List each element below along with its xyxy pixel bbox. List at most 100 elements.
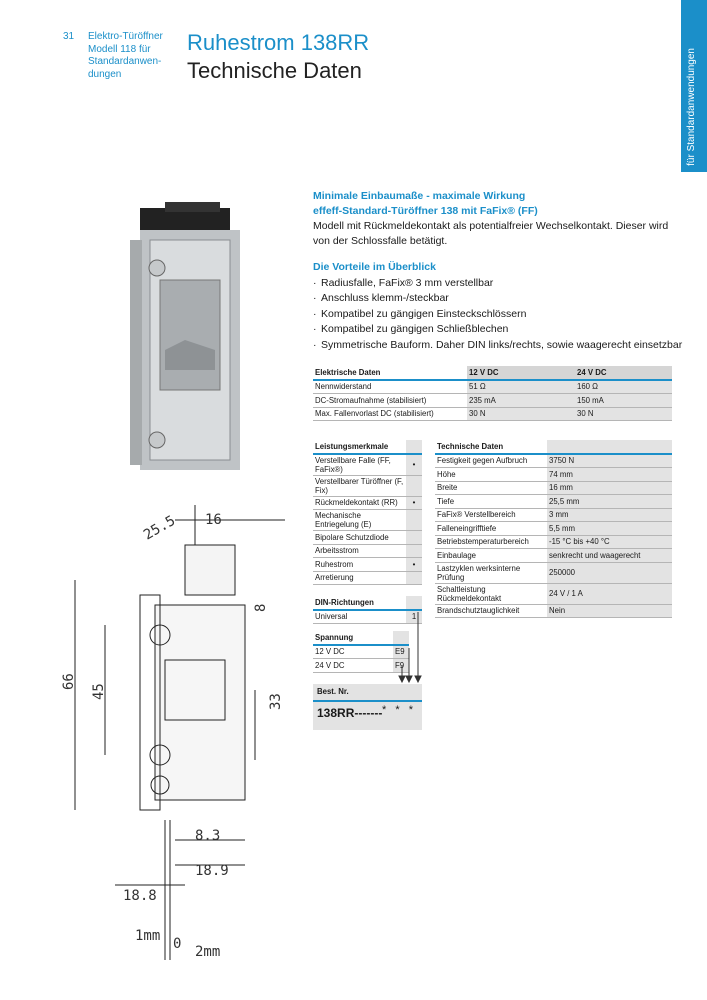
- list-item: Kompatibel zu gängigen Einsteckschlösser…: [313, 307, 683, 323]
- section-line: dungen: [88, 68, 122, 80]
- order-label: Best. Nr.: [317, 687, 349, 696]
- arrow-connectors: [398, 612, 422, 684]
- page-title: Ruhestrom 138RR: [187, 30, 370, 55]
- table-cell: Tiefe: [435, 494, 547, 509]
- table-cell: 5,5 mm: [547, 521, 672, 536]
- table-cell: Ruhestrom: [313, 557, 406, 572]
- table-cell: 150 mA: [575, 393, 672, 408]
- table-cell: Bipolare Schutzdiode: [313, 530, 406, 545]
- table-header: 12 V DC: [467, 366, 575, 381]
- dim-1mm: 1mm: [135, 928, 160, 944]
- table-row: Verstellbare Falle (FF, FaFix®)•: [313, 453, 422, 476]
- technical-table: Technische Daten Festigkeit gegen Aufbru…: [435, 440, 672, 618]
- page-number: 31: [63, 31, 75, 42]
- table-cell: Lastzyklen werksinterne Prüfung: [435, 562, 547, 584]
- table-header: Elektrische Daten: [313, 366, 467, 381]
- divider: [313, 700, 422, 702]
- intro-block: Minimale Einbaumaße - maximale Wirkung e…: [313, 189, 673, 249]
- table-cell: FaFix® Verstellbereich: [435, 508, 547, 522]
- table-cell: [406, 530, 422, 545]
- product-photo: [130, 202, 240, 470]
- table-cell: [406, 475, 422, 497]
- table-row: Ruhestrom•: [313, 557, 422, 572]
- table-cell: 12 V DC: [313, 644, 393, 659]
- table-header: Spannung: [313, 631, 393, 646]
- dim-18-9: 18.9: [195, 863, 229, 879]
- table-cell: Arbeitsstrom: [313, 544, 406, 558]
- table-cell: Rückmeldekontakt (RR): [313, 496, 406, 510]
- table-cell: 25,5 mm: [547, 494, 672, 509]
- table-cell: Verstellbare Falle (FF, FaFix®): [313, 453, 406, 476]
- table-cell: •: [406, 496, 422, 510]
- table-cell: Nennwiderstand: [313, 379, 467, 394]
- intro-heading: Minimale Einbaumaße - maximale Wirkung: [313, 190, 526, 202]
- dim-width: 16: [205, 512, 222, 528]
- order-code: 138RR-------: [317, 706, 383, 720]
- dim-top: 8: [253, 604, 269, 612]
- table-cell: 51 Ω: [467, 379, 575, 394]
- table-header: Leistungsmerkmale: [313, 440, 406, 455]
- list-item: Symmetrische Bauform. Daher DIN links/re…: [313, 338, 683, 354]
- table-cell: 235 mA: [467, 393, 575, 408]
- table-cell: 160 Ω: [575, 379, 672, 394]
- dim-height: 66: [61, 673, 77, 690]
- table-row: Arretierung: [313, 571, 422, 585]
- table-cell: Einbaulage: [435, 548, 547, 563]
- table-row: Max. Fallenvorlast DC (stabilisiert)30 N…: [313, 407, 672, 421]
- table-cell: 24 V DC: [313, 658, 393, 673]
- table-cell: 16 mm: [547, 481, 672, 495]
- dim-depth: 25.5: [141, 513, 178, 544]
- table-cell: 30 N: [575, 407, 672, 421]
- table-cell: [406, 571, 422, 585]
- table-cell: [406, 544, 422, 558]
- table-header: [406, 440, 422, 455]
- advantages-heading: Die Vorteile im Überblick: [313, 261, 436, 273]
- section-line: Elektro-Türöffner: [88, 31, 163, 42]
- section-label: Elektro-Türöffner Modell 118 für Standar…: [88, 31, 168, 81]
- page-subtitle: Technische Daten: [187, 58, 362, 83]
- table-cell: Arretierung: [313, 571, 406, 585]
- side-tab: für Standardanwendungen: [681, 0, 707, 172]
- table-cell: Schaltleistung Rückmeldekontakt: [435, 583, 547, 605]
- dim-2mm: 2mm: [195, 944, 220, 960]
- table-cell: Breite: [435, 481, 547, 495]
- table-cell: E9: [393, 644, 409, 659]
- dim-45: 45: [91, 683, 107, 700]
- table-cell: senkrecht und waagerecht: [547, 548, 672, 563]
- table-header-row: Spannung: [313, 631, 409, 646]
- table-row: Arbeitsstrom: [313, 544, 422, 558]
- table-header: [547, 440, 672, 455]
- table-cell: Universal: [313, 609, 406, 624]
- table-header: Technische Daten: [435, 440, 547, 455]
- table-cell: •: [406, 453, 422, 476]
- table-cell: •: [406, 557, 422, 572]
- table-cell: Max. Fallenvorlast DC (stabilisiert): [313, 407, 467, 421]
- table-row: Mechanische Entriegelung (E): [313, 509, 422, 531]
- table-cell: Mechanische Entriegelung (E): [313, 509, 406, 531]
- section-line: Standardanwen-: [88, 56, 162, 67]
- table-header: [406, 596, 422, 611]
- list-item: Kompatibel zu gängigen Schließblechen: [313, 322, 683, 338]
- intro-text: Modell mit Rückmeldekontakt als potentia…: [313, 220, 669, 247]
- table-cell: Festigkeit gegen Aufbruch: [435, 453, 547, 468]
- order-stars: * * *: [382, 704, 416, 716]
- intro-heading: effeff-Standard-Türöffner 138 mit FaFix®…: [313, 205, 538, 217]
- table-cell: 24 V / 1 A: [547, 583, 672, 605]
- electrical-table: Elektrische Daten 12 V DC 24 V DC Nennwi…: [313, 366, 672, 421]
- table-cell: 30 N: [467, 407, 575, 421]
- table-cell: Höhe: [435, 467, 547, 482]
- features-table: Leistungsmerkmale Verstellbare Falle (FF…: [313, 440, 422, 585]
